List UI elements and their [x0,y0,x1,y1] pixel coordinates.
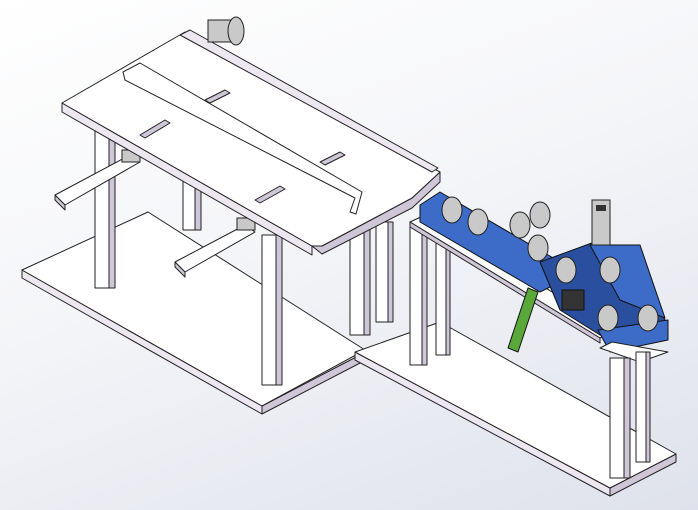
guide-bar [122,62,363,215]
pneumatic-cylinder [507,287,539,353]
linear-actuator-left [54,149,141,211]
vertical-cylinder [591,199,611,246]
right-support [599,341,669,479]
table-slots [139,89,346,204]
rollers [441,196,659,332]
linear-actuator-front [174,217,256,278]
drive-motor [207,16,245,46]
servo-motor [561,289,585,311]
